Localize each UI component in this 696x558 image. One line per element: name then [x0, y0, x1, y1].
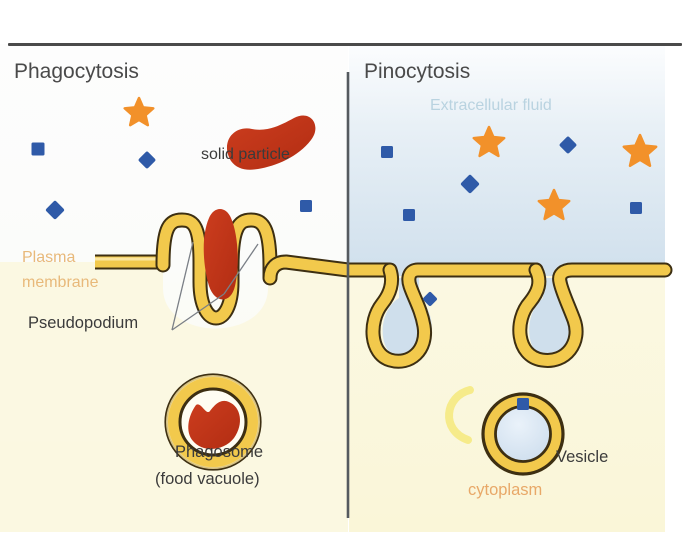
solute-star — [123, 96, 155, 127]
solute-square — [31, 142, 45, 156]
solid-particles-left — [203, 115, 316, 300]
solute-diamond — [45, 200, 65, 220]
plasma-membrane-right — [349, 262, 673, 369]
phagocytosis-title: Phagocytosis — [14, 60, 139, 83]
vesicle-pinching-arc — [445, 386, 474, 444]
solid-particle-free — [226, 115, 316, 170]
pinocytosis-title: Pinocytosis — [364, 60, 470, 83]
pseudopodium-leader-lines — [171, 241, 259, 331]
solid-particle-engulfed — [203, 209, 238, 300]
solute-diamond — [559, 136, 577, 154]
phagosome-label-line1: Phagosome — [175, 443, 263, 461]
solid-particle-label: solid particle — [201, 146, 290, 163]
solute-diamond — [423, 292, 437, 306]
top-rule — [8, 43, 682, 46]
solute-star — [537, 188, 571, 221]
solute-square — [403, 209, 415, 221]
vesicle — [481, 392, 565, 476]
plasma-membrane-label-line1: Plasma — [22, 249, 75, 266]
vesicle-label: Vesicle — [556, 448, 608, 466]
extracellular-fluid-label: Extracellular fluid — [430, 97, 552, 114]
solute-square — [300, 200, 312, 212]
phagosome-label-line2: (food vacuole) — [155, 470, 260, 488]
solute-diamond — [460, 174, 480, 194]
phagosome — [164, 373, 262, 471]
solute-square — [630, 202, 642, 214]
extracellular-fluid-region — [349, 44, 665, 280]
endocytosis-figure: Phagocytosis Pinocytosis Extracellular f… — [0, 30, 696, 532]
solute-star — [622, 133, 658, 167]
cytoplasm-label: cytoplasm — [468, 481, 542, 499]
solute-square — [517, 398, 529, 410]
solutes-right-panel — [381, 125, 658, 410]
pseudopodium-label: Pseudopodium — [28, 314, 138, 332]
phagosome-contents — [188, 400, 241, 449]
solute-diamond — [138, 151, 156, 169]
solute-square — [381, 146, 393, 158]
solutes-left-panel — [31, 96, 312, 220]
solute-star — [472, 125, 506, 158]
plasma-membrane-label-line2: membrane — [22, 274, 99, 291]
plasma-membrane-left — [95, 212, 349, 326]
